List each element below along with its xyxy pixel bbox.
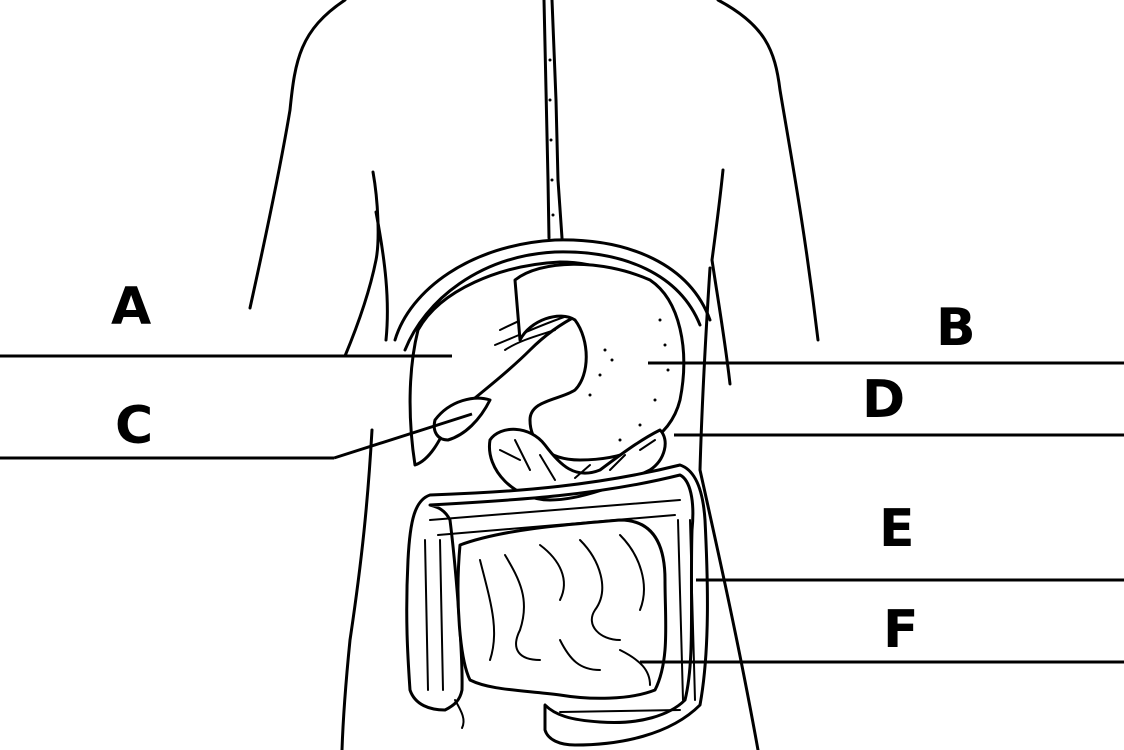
label-b: B — [936, 298, 976, 358]
label-c: C — [115, 396, 154, 456]
leader-lines — [0, 354, 1124, 664]
gallbladder — [432, 396, 492, 442]
body-outline — [248, 0, 820, 750]
label-a: A — [111, 277, 152, 337]
label-d: D — [862, 370, 906, 430]
small-intestine — [456, 518, 668, 700]
label-f: F — [883, 600, 919, 660]
leader-line-c-diagonal — [333, 412, 473, 460]
stomach — [513, 262, 686, 462]
label-e: E — [879, 499, 915, 559]
large-intestine — [405, 463, 709, 747]
esophagus — [542, 0, 564, 240]
